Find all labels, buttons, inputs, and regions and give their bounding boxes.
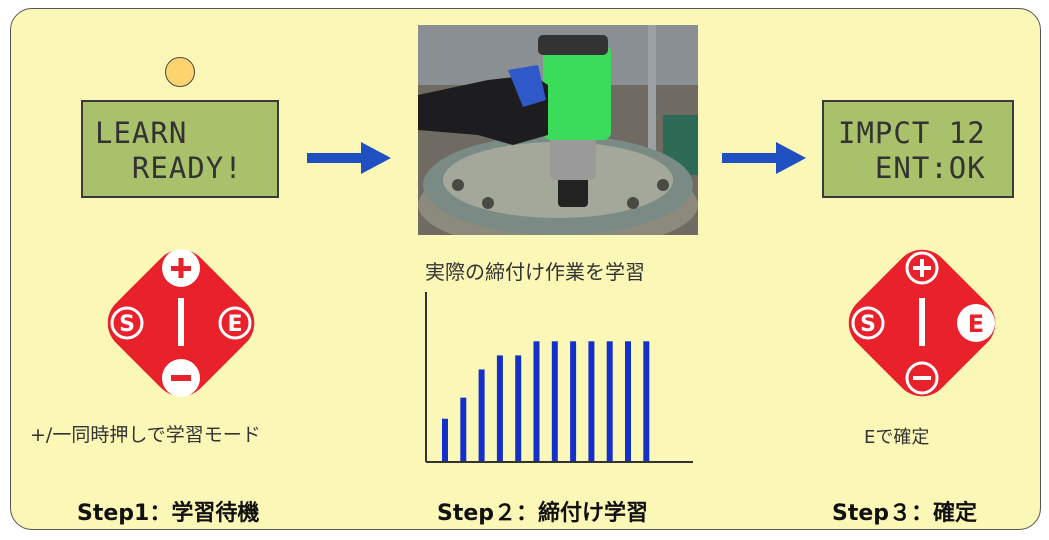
lcd-line-1: IMPCT 12 — [838, 116, 986, 150]
lcd-display-impact-ok: IMPCT 12 ENT:OK — [822, 100, 1014, 198]
step1-title: Step1：学習待機 — [77, 501, 260, 526]
chart-bar — [460, 397, 467, 461]
keypad-step3: S E — [848, 249, 996, 397]
chart-bar — [588, 341, 595, 461]
torque-bar-chart — [425, 292, 693, 463]
lcd-display-learn-ready: LEARN READY! — [81, 100, 279, 198]
keypad-s-label: S — [119, 312, 135, 337]
caption-step3: Eで確定 — [864, 427, 930, 448]
keypad-e-label: E — [968, 310, 984, 338]
lcd-line-1: LEARN — [95, 116, 188, 150]
chart-bar — [442, 418, 448, 461]
keypad-e-label: E — [227, 312, 242, 337]
chart-bar — [533, 341, 540, 461]
arrow-right-icon — [722, 142, 806, 174]
caption-step2: 実際の締付け作業を学習 — [425, 260, 645, 284]
chart-bar — [570, 341, 577, 461]
caption-step1: +/一同時押しで学習モード — [30, 424, 261, 446]
step3-title: Step３：確定 — [832, 501, 978, 526]
chart-bar — [643, 341, 650, 461]
chart-bar — [606, 341, 613, 461]
chart-bar — [515, 355, 522, 461]
status-led-icon — [165, 57, 195, 87]
keypad-s-label: S — [860, 312, 876, 337]
chart-bar — [496, 355, 503, 461]
arrow-right-icon — [307, 142, 391, 174]
impact-wrench-photo — [418, 25, 698, 235]
chart-bar — [625, 341, 631, 461]
chart-bar — [551, 341, 558, 461]
keypad-step1: S E — [107, 249, 255, 397]
chart-bar — [478, 369, 485, 461]
lcd-line-2: ENT:OK — [838, 151, 986, 185]
step2-title: Step２：締付け学習 — [437, 501, 649, 526]
lcd-line-2: READY! — [95, 151, 243, 185]
